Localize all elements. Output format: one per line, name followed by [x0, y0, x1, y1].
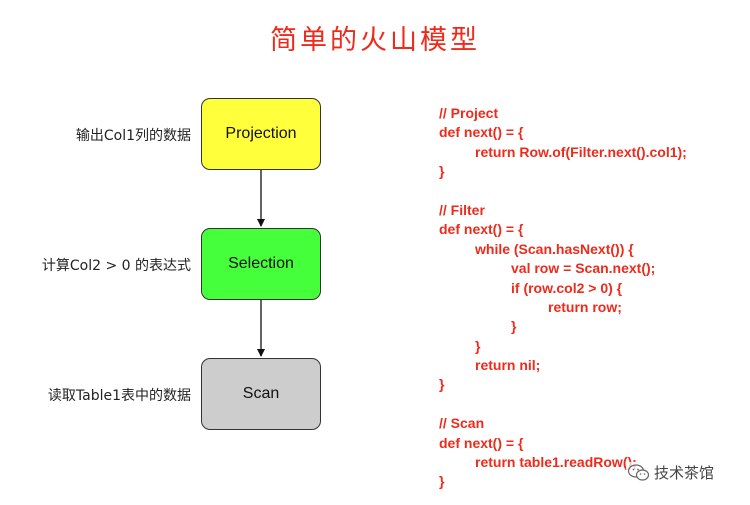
diagram-title: 简单的火山模型	[270, 25, 480, 56]
wechat-icon	[628, 463, 650, 481]
code-line: def next() = {	[439, 434, 524, 451]
code-line: // Project	[439, 105, 499, 121]
code-line: while (Scan.hasNext()) {	[475, 240, 634, 257]
code-line	[439, 182, 687, 201]
scan-node-label: Scan	[242, 385, 280, 402]
watermark-text: 技术茶馆	[654, 464, 715, 482]
code-line: return table1.readRow();	[475, 454, 637, 471]
code-line: }	[439, 473, 445, 490]
code-line: return Row.of(Filter.next().col1);	[475, 143, 687, 160]
projection-node-label: Projection	[225, 125, 297, 142]
scan-node: Scan	[201, 358, 321, 430]
code-line: return row;	[548, 298, 622, 315]
watermark: 技术茶馆	[626, 462, 717, 483]
code-line: val row = Scan.next();	[511, 260, 656, 277]
code-line: if (row.col2 > 0) {	[511, 279, 623, 296]
code-block: // Project def next() = { return Row.of(Fi…	[439, 104, 687, 492]
code-line: return nil;	[475, 357, 541, 374]
code-line: }	[439, 163, 445, 180]
code-line	[439, 395, 687, 414]
code-line: // Filter	[439, 201, 485, 218]
code-line: }	[475, 337, 481, 354]
code-line: def next() = {	[439, 124, 524, 141]
scan-annotation: 读取Table1表中的数据	[47, 388, 191, 404]
projection-annotation: 输出Col1列的数据	[75, 128, 191, 144]
code-line: }	[511, 318, 517, 335]
selection-node: Selection	[201, 228, 321, 300]
code-line: def next() = {	[439, 221, 524, 238]
code-line: }	[439, 376, 445, 393]
projection-node: Projection	[201, 98, 321, 170]
selection-annotation: 计算Col2 > 0 的表达式	[41, 258, 191, 274]
code-line: // Scan	[439, 415, 485, 432]
selection-node-label: Selection	[228, 255, 294, 272]
